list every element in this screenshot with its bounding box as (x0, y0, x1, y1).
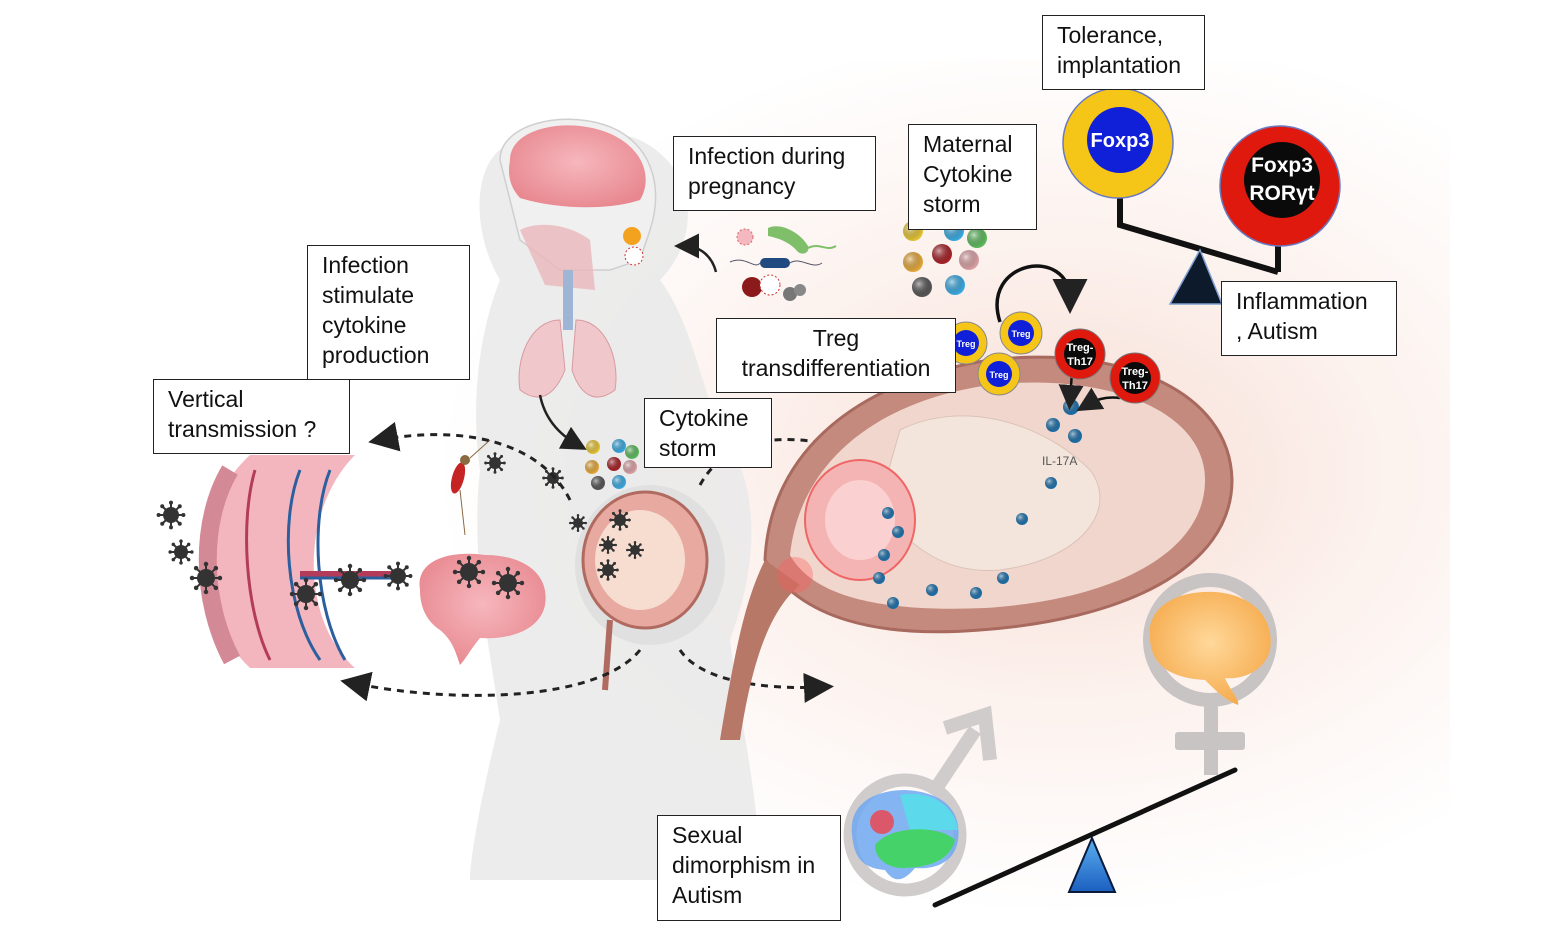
large-uterus-icon (720, 355, 1234, 740)
maternal-cytokine-storm-label: Maternal Cytokine storm (908, 124, 1037, 230)
cytokine-dot-highlight (903, 252, 923, 272)
il17a-dot-highlight (970, 587, 982, 599)
svg-text:Th17: Th17 (1122, 380, 1148, 392)
balance-fulcrum-icon (1168, 248, 1224, 305)
svg-text:Treg-: Treg- (1122, 366, 1149, 378)
sexual-dimorphism-label: Sexual dimorphism in Autism (657, 815, 841, 921)
virus-icon (609, 509, 631, 531)
vertical-transmission-label: Vertical transmission ? (153, 379, 350, 454)
female-brain-icon (1149, 591, 1271, 705)
virus-icon (597, 559, 619, 581)
arrow-pathogens-to-mouth (674, 233, 718, 273)
maternal-cytokine-cluster (903, 221, 987, 297)
maternal-brain-icon (509, 125, 646, 208)
infection-stimulate-cytokine-label: Infection stimulate cytokine production (307, 245, 470, 380)
maternal-head (499, 118, 657, 290)
svg-text:Th17: Th17 (1067, 356, 1093, 368)
foxp3-roryt-cell: Foxp3 RORγt (1219, 125, 1341, 247)
cytokine-dot-highlight (612, 439, 626, 453)
mosquito-icon (450, 439, 491, 536)
treg-cell: Treg (999, 311, 1043, 355)
infection-during-pregnancy-label: Infection during pregnancy (673, 136, 876, 211)
foxp3-balance-scale: Foxp3 Foxp3 RORγt (1062, 87, 1341, 305)
male-brain-icon (851, 790, 959, 880)
cytokine-dot-highlight (585, 460, 599, 474)
svg-text:Foxp3: Foxp3 (1091, 130, 1150, 152)
virus-icon (491, 566, 525, 600)
dashed-arrow-to-lower-left (340, 649, 642, 702)
il17a-dot-highlight (1063, 399, 1079, 415)
virus-icon (156, 500, 186, 530)
svg-text:RORγt: RORγt (1249, 182, 1314, 205)
virus-particles (156, 452, 644, 611)
lungs-icon (518, 270, 617, 398)
cytokine-dot-highlight (623, 460, 637, 474)
th17-to-il17-arrow-2 (1076, 387, 1121, 412)
il17a-dot-highlight (1068, 429, 1082, 443)
cytokine-dot-highlight (912, 277, 932, 297)
svg-text:Treg: Treg (989, 370, 1008, 380)
treg-to-th17-curved-arrow (995, 264, 1088, 323)
cytokine-dot-highlight (967, 228, 987, 248)
il17a-dot-highlight (1045, 477, 1057, 489)
sexual-dimorphism-seesaw (932, 767, 1238, 908)
il17a-dot-highlight (1016, 513, 1028, 525)
treg-transdifferentiation-label: Treg transdifferentiation (716, 318, 956, 393)
il17a-dot-highlight (887, 597, 899, 609)
cytokine-dot-highlight (586, 440, 600, 454)
cytokine-dot-highlight (612, 475, 626, 489)
virus-icon (189, 561, 223, 595)
cytokine-storm-label: Cytokine storm (644, 398, 772, 468)
il17a-dot-highlight (997, 572, 1009, 584)
treg-th17-cell: Treg- Th17 (1109, 352, 1161, 404)
cytokine-dot-highlight (959, 250, 979, 270)
virus-icon (484, 452, 506, 474)
il17a-label: IL-17A (1042, 454, 1077, 468)
virus-icon (289, 577, 323, 611)
throat-icon (520, 224, 595, 290)
treg-cell: Treg (977, 352, 1021, 396)
cytokine-dot-highlight (932, 244, 952, 264)
svg-text:Treg-: Treg- (1067, 342, 1094, 354)
virus-icon (569, 514, 587, 532)
cytokine-dot-highlight (591, 476, 605, 490)
cytokine-dot-highlight (607, 457, 621, 471)
virus-icon (452, 555, 486, 589)
il17a-dot-highlight (878, 549, 890, 561)
cytokine-dot-highlight (945, 275, 965, 295)
treg-th17-cell: Treg- Th17 (1054, 328, 1106, 380)
seesaw-fulcrum-icon (1067, 835, 1117, 893)
dashed-arrow-to-vertical-transmission (368, 421, 572, 501)
virus-icon (383, 561, 413, 591)
dashed-arrows (340, 421, 890, 703)
il17a-dot-highlight (892, 526, 904, 538)
small-cytokine-cluster (585, 439, 639, 490)
il17a-dot-highlight (1046, 418, 1060, 432)
male-symbol-icon (843, 705, 997, 897)
svg-text:Treg: Treg (956, 339, 975, 349)
virus-icon (168, 539, 194, 565)
pathogens-icon (729, 226, 837, 301)
mouth-virus-icons (623, 227, 644, 266)
svg-text:Treg: Treg (1011, 329, 1030, 339)
il17a-dot-highlight (882, 507, 894, 519)
il17a-dot-highlight (873, 572, 885, 584)
cytokine-dot-highlight (625, 445, 639, 459)
arrow-lungs-to-cytokines (538, 394, 587, 450)
virus-icon (599, 536, 617, 554)
il17a-cytokine-dots (873, 399, 1082, 609)
foxp3-treg-cell: Foxp3 (1062, 87, 1174, 199)
placenta-icon (198, 455, 400, 668)
virus-icon (626, 541, 644, 559)
virus-icon (333, 563, 367, 597)
dashed-arrow-lower-right (678, 649, 834, 703)
svg-text:Foxp3: Foxp3 (1251, 154, 1313, 177)
tolerance-implantation-label: Tolerance, implantation (1042, 15, 1205, 90)
inflammation-autism-label: Inflammation , Autism (1221, 281, 1397, 356)
il17a-dot-highlight (926, 584, 938, 596)
